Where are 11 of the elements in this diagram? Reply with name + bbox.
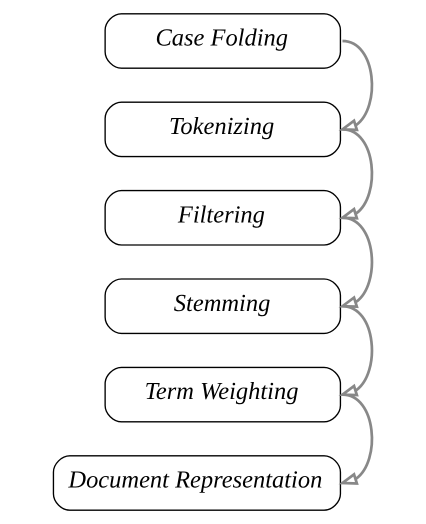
- node-box: Filtering: [104, 190, 342, 246]
- arrow: [338, 393, 374, 485]
- arrow: [338, 128, 374, 220]
- node-box: Document Representation: [52, 455, 342, 511]
- node-box: Term Weighting: [104, 366, 342, 422]
- node-box: Tokenizing: [104, 102, 342, 158]
- node-box: Case Folding: [104, 13, 342, 69]
- arrow: [338, 304, 374, 396]
- node-box: Stemming: [104, 278, 342, 334]
- arrow: [338, 216, 374, 308]
- arrow: [338, 40, 374, 132]
